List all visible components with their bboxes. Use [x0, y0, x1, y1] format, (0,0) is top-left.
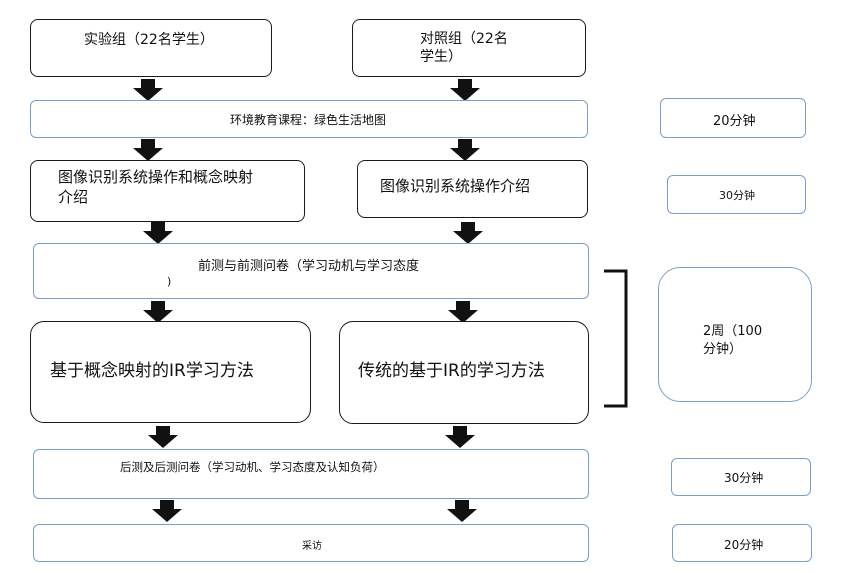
control-group-label-line2: 学生） [420, 49, 462, 65]
interview-box [33, 524, 589, 562]
pretest-fragment: ) [167, 275, 172, 288]
time-intro-box [667, 175, 806, 214]
arrow-down-icon [448, 301, 478, 323]
posttest-box [33, 449, 589, 499]
time-method-box [658, 267, 812, 402]
interview-label: 采访 [302, 541, 322, 552]
time-course-box [660, 98, 806, 138]
method-experimental-label: 基于概念映射的IR学习方法 [50, 361, 254, 381]
time-interview-box [672, 524, 812, 562]
intro-experimental-label-line2: 介绍 [58, 188, 89, 206]
arrow-down-icon [133, 79, 163, 101]
course-label: 环境教育课程：绿色生活地图 [230, 113, 387, 127]
intro-control-box [357, 160, 588, 218]
experimental-group-label: 实验组（22名学生） [84, 32, 214, 48]
arrow-down-icon [453, 222, 483, 244]
pretest-box [33, 243, 589, 299]
method-experimental-box [30, 321, 311, 423]
time-course-label: 20分钟 [713, 114, 756, 129]
arrow-down-icon [133, 139, 163, 161]
method-control-box [339, 321, 589, 424]
arrow-down-icon [447, 500, 477, 522]
time-intro-label: 30分钟 [719, 189, 755, 202]
pretest-label: 前测与前测问卷（学习动机与学习态度 [198, 259, 420, 274]
arrow-down-icon [143, 301, 173, 323]
arrow-down-icon [152, 500, 182, 522]
time-method-label-line1: 2周（100 [703, 324, 763, 339]
bracket-icon [604, 269, 628, 408]
course-box [30, 100, 588, 138]
arrow-down-icon [450, 139, 480, 161]
time-method-label-line2: 分钟） [703, 342, 743, 357]
intro-experimental-box [30, 160, 305, 222]
arrow-down-icon [148, 426, 178, 448]
method-control-label: 传统的基于IR的学习方法 [358, 361, 545, 381]
experimental-group-box [30, 19, 272, 77]
posttest-label: 后测及后测问卷（学习动机、学习态度及认知负荷） [120, 460, 385, 474]
control-group-box [352, 19, 586, 77]
arrow-down-icon [445, 426, 475, 448]
control-group-label-line1: 对照组（22名 [420, 31, 508, 47]
intro-control-label: 图像识别系统操作介绍 [380, 177, 531, 195]
time-interview-label: 20分钟 [724, 538, 764, 552]
time-posttest-box [671, 458, 811, 496]
time-posttest-label: 30分钟 [724, 471, 764, 485]
arrow-down-icon [143, 222, 173, 244]
arrow-down-icon [450, 79, 480, 101]
intro-experimental-label-line1: 图像识别系统操作和概念映射 [58, 168, 254, 186]
